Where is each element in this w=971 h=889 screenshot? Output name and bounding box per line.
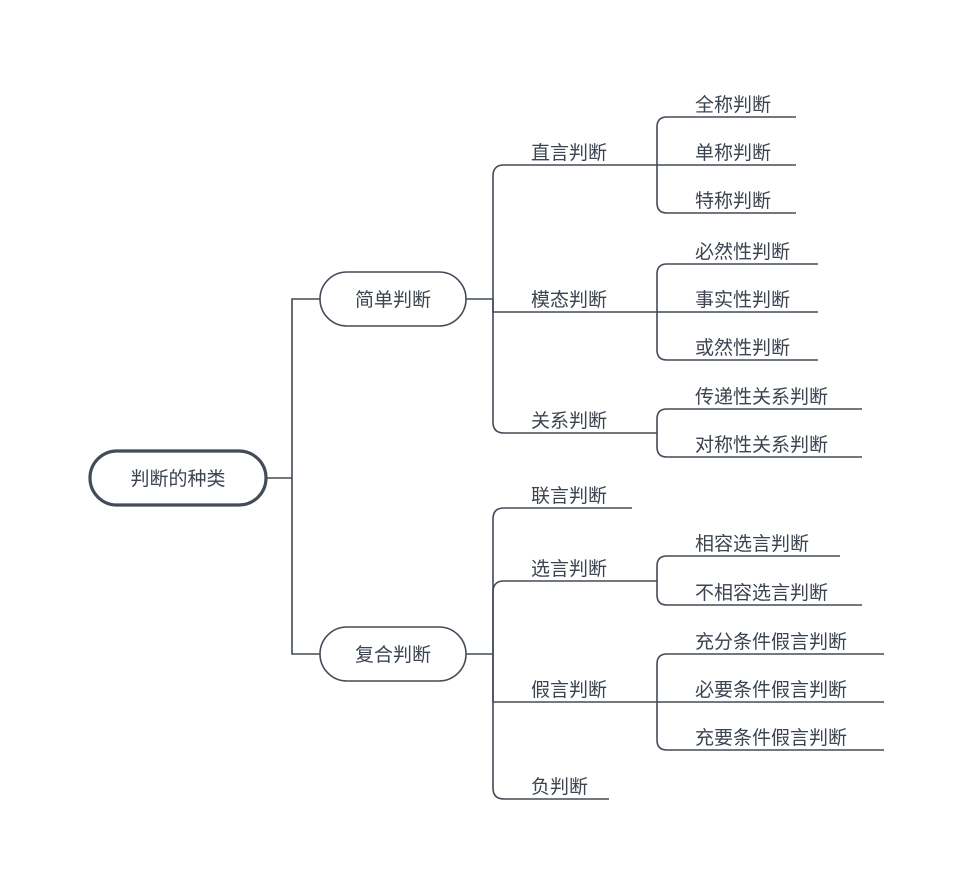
node-necessity[interactable]: 必然性判断 <box>685 241 818 265</box>
connectors-compound <box>466 507 521 800</box>
node-modal[interactable]: 模态判断 <box>521 289 630 313</box>
node-singular[interactable]: 单称判断 <box>685 142 796 166</box>
connectors-level3 <box>630 116 685 751</box>
node-particular[interactable]: 特称判断 <box>685 190 796 214</box>
node-symmetric[interactable]: 对称性关系判断 <box>685 434 862 458</box>
node-biconditional[interactable]: 充要条件假言判断 <box>685 727 884 751</box>
node-possibility-label: 或然性判断 <box>695 337 790 359</box>
node-actuality[interactable]: 事实性判断 <box>685 289 818 313</box>
node-sufficient-label: 充分条件假言判断 <box>695 631 847 653</box>
node-biconditional-label: 充要条件假言判断 <box>695 727 847 749</box>
root-node[interactable]: 判断的种类 <box>88 449 268 507</box>
node-compound[interactable]: 复合判断 <box>319 626 467 682</box>
node-transitive-label: 传递性关系判断 <box>695 386 828 408</box>
node-modal-label: 模态判断 <box>531 289 607 311</box>
node-negative[interactable]: 负判断 <box>521 776 609 800</box>
node-hypothetical-label: 假言判断 <box>531 679 607 701</box>
node-universal[interactable]: 全称判断 <box>685 94 796 118</box>
node-disjunctive[interactable]: 选言判断 <box>521 558 630 582</box>
node-categorical-label: 直言判断 <box>531 142 607 164</box>
node-negative-label: 负判断 <box>531 776 588 798</box>
node-singular-label: 单称判断 <box>695 142 771 164</box>
node-sufficient[interactable]: 充分条件假言判断 <box>685 631 884 655</box>
node-transitive[interactable]: 传递性关系判断 <box>685 386 862 410</box>
node-categorical[interactable]: 直言判断 <box>521 142 630 166</box>
node-conjunctive-label: 联言判断 <box>531 485 607 507</box>
node-particular-label: 特称判断 <box>695 190 771 212</box>
node-hypothetical[interactable]: 假言判断 <box>521 679 630 703</box>
node-actuality-label: 事实性判断 <box>695 289 790 311</box>
node-compound-label: 复合判断 <box>355 644 431 666</box>
node-inclusive-label: 相容选言判断 <box>695 533 809 555</box>
node-necessity-label: 必然性判断 <box>695 241 790 263</box>
node-necessary[interactable]: 必要条件假言判断 <box>685 679 884 703</box>
node-relational-label: 关系判断 <box>531 410 607 432</box>
node-exclusive[interactable]: 不相容选言判断 <box>685 582 862 606</box>
node-universal-label: 全称判断 <box>695 94 771 116</box>
node-disjunctive-label: 选言判断 <box>531 558 607 580</box>
node-symmetric-label: 对称性关系判断 <box>695 434 828 456</box>
node-simple[interactable]: 简单判断 <box>319 271 467 327</box>
node-possibility[interactable]: 或然性判断 <box>685 337 818 361</box>
root-label: 判断的种类 <box>130 468 225 490</box>
node-conjunctive[interactable]: 联言判断 <box>521 485 632 509</box>
node-simple-label: 简单判断 <box>355 289 431 311</box>
node-necessary-label: 必要条件假言判断 <box>695 679 847 701</box>
node-exclusive-label: 不相容选言判断 <box>695 582 828 604</box>
node-relational[interactable]: 关系判断 <box>521 410 630 434</box>
node-inclusive[interactable]: 相容选言判断 <box>685 533 840 557</box>
connectors-root <box>266 298 320 655</box>
connectors-simple <box>466 164 521 434</box>
